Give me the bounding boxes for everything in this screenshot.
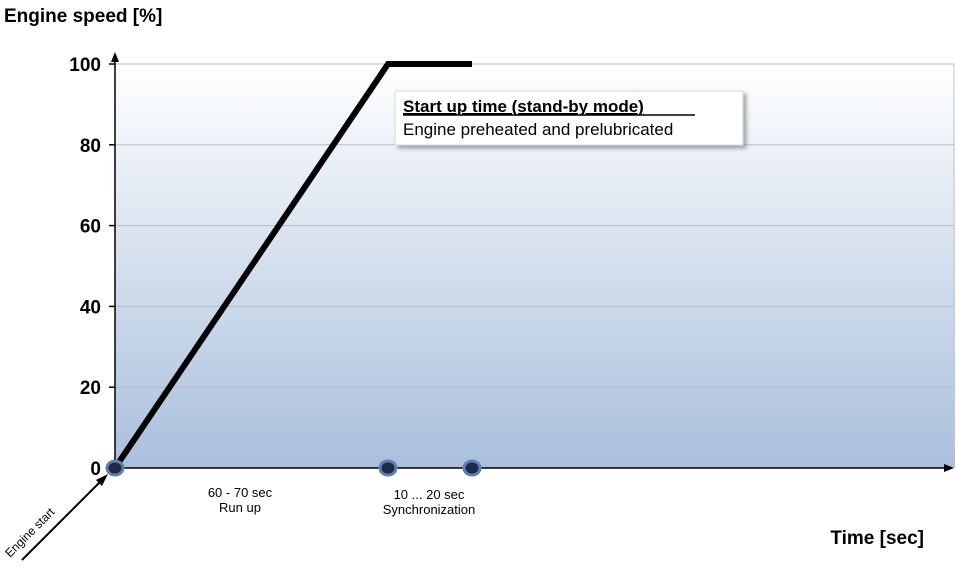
annotation-box <box>394 90 744 146</box>
engine-speed-line <box>112 61 472 470</box>
time-marker <box>462 459 482 477</box>
y-tick-label: 60 <box>80 217 101 238</box>
y-axis-arrow-icon <box>111 52 119 62</box>
y-axis-label: Engine speed [%] <box>4 6 162 27</box>
y-tick-label: 20 <box>80 378 101 399</box>
phase-sync-label: Synchronization <box>383 502 476 517</box>
time-markers <box>105 459 482 477</box>
y-tick-label: 0 <box>90 459 101 480</box>
y-tick-label: 40 <box>80 297 101 318</box>
time-marker <box>105 459 125 477</box>
engine-start-arrow-icon <box>96 474 108 486</box>
grid-lines <box>115 63 954 388</box>
y-tick-label: 100 <box>69 55 101 76</box>
time-marker <box>378 459 398 477</box>
engine-start-arrow <box>21 479 103 561</box>
phase-sync-duration: 10 ... 20 sec <box>394 487 465 502</box>
y-tick-labels: 0 20 40 60 80 100 <box>69 55 115 480</box>
annotation-box-title: Start up time (stand-by mode) <box>403 97 644 116</box>
y-tick-label: 80 <box>80 136 101 157</box>
phase-runup-duration: 60 - 70 sec <box>208 485 273 500</box>
annotation-box-text: Engine preheated and prelubricated <box>403 120 673 139</box>
phase-runup-label: Run up <box>219 500 261 515</box>
x-axis-label: Time [sec] <box>830 528 924 549</box>
x-axis-arrow-icon <box>944 464 954 472</box>
